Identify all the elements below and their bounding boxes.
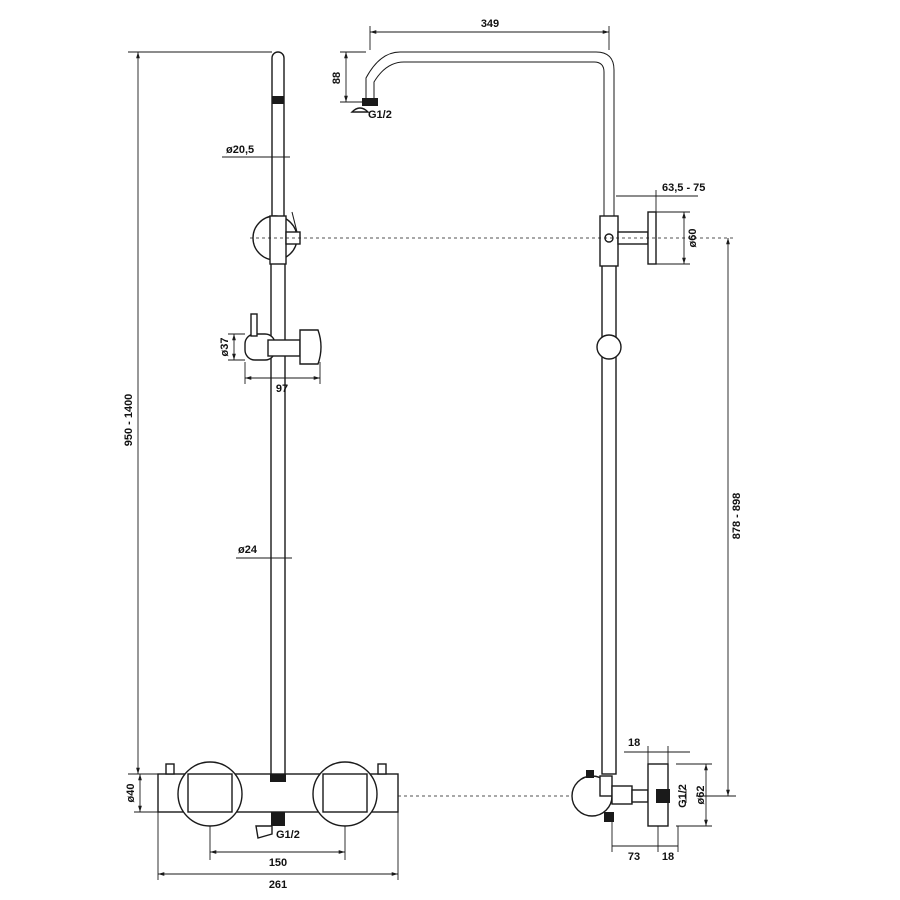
wall-holder-pin: [291, 211, 298, 233]
slider-side: [596, 334, 622, 360]
hose-connector: [255, 825, 273, 839]
dim-eccentric-bottom: 18: [662, 851, 674, 863]
center-lines: [250, 237, 735, 797]
dim-head-drop: 88: [331, 72, 343, 84]
left-handle-band: [187, 773, 233, 813]
side-view: [350, 51, 670, 827]
dim-upper-tube-dia: ø20,5: [226, 144, 254, 156]
wall-holder-clamp: [269, 215, 287, 265]
side-outlet-nut: [604, 812, 614, 822]
slider-clamp: [267, 339, 301, 357]
label-head-thread: G1/2: [368, 109, 392, 121]
head-arm-inner: [373, 61, 605, 220]
head-thread-symbol: [350, 107, 370, 113]
tube-socket: [270, 774, 286, 782]
dim-slider-width: 97: [276, 383, 288, 395]
connector-thread-mark: [656, 789, 670, 803]
dim-outlet-height: 878 - 898: [731, 493, 743, 539]
right-handle-band: [322, 773, 368, 813]
head-arm-outer: [365, 51, 615, 220]
right-cap: [377, 763, 387, 775]
dim-eccentric-depth: 73: [628, 851, 640, 863]
label-connector-thread: G1/2: [677, 784, 689, 808]
dim-lower-tube-dia: ø24: [238, 544, 258, 556]
hand-shower-holder: [299, 329, 322, 365]
upper-tube: [271, 51, 285, 243]
dim-axis-distance: 150: [269, 857, 287, 869]
label-valve-thread: G1/2: [276, 829, 300, 841]
outlet-nut: [271, 812, 285, 826]
dim-valve-dia: ø40: [125, 784, 137, 803]
valve-side-neck: [599, 775, 613, 797]
front-view: [157, 51, 399, 839]
eccentric-nut: [611, 785, 633, 805]
dim-holder-dia: ø60: [687, 229, 699, 248]
dim-holder-offset: 63,5 - 75: [662, 182, 705, 194]
dim-total-height: 950 - 1400: [123, 394, 135, 447]
dim-rosette-dia: ø62: [695, 786, 707, 805]
eccentric-pipe: [631, 789, 649, 803]
dim-total-width: 261: [269, 879, 287, 891]
lower-tube: [270, 239, 286, 781]
left-cap: [165, 763, 175, 775]
dim-eccentric-top: 18: [628, 737, 640, 749]
side-cap: [586, 770, 594, 778]
slider-knob: [250, 313, 258, 337]
dim-slider-dia: ø37: [219, 338, 231, 357]
head-nozzle: [362, 98, 378, 106]
dimensions: 349 88 G1/2 ø20,5 63,5 - 75 ø60 ø37 97: [123, 18, 743, 891]
column-tube: [601, 217, 617, 775]
tube-joint-band: [272, 96, 284, 104]
dim-head-width: 349: [481, 18, 499, 30]
